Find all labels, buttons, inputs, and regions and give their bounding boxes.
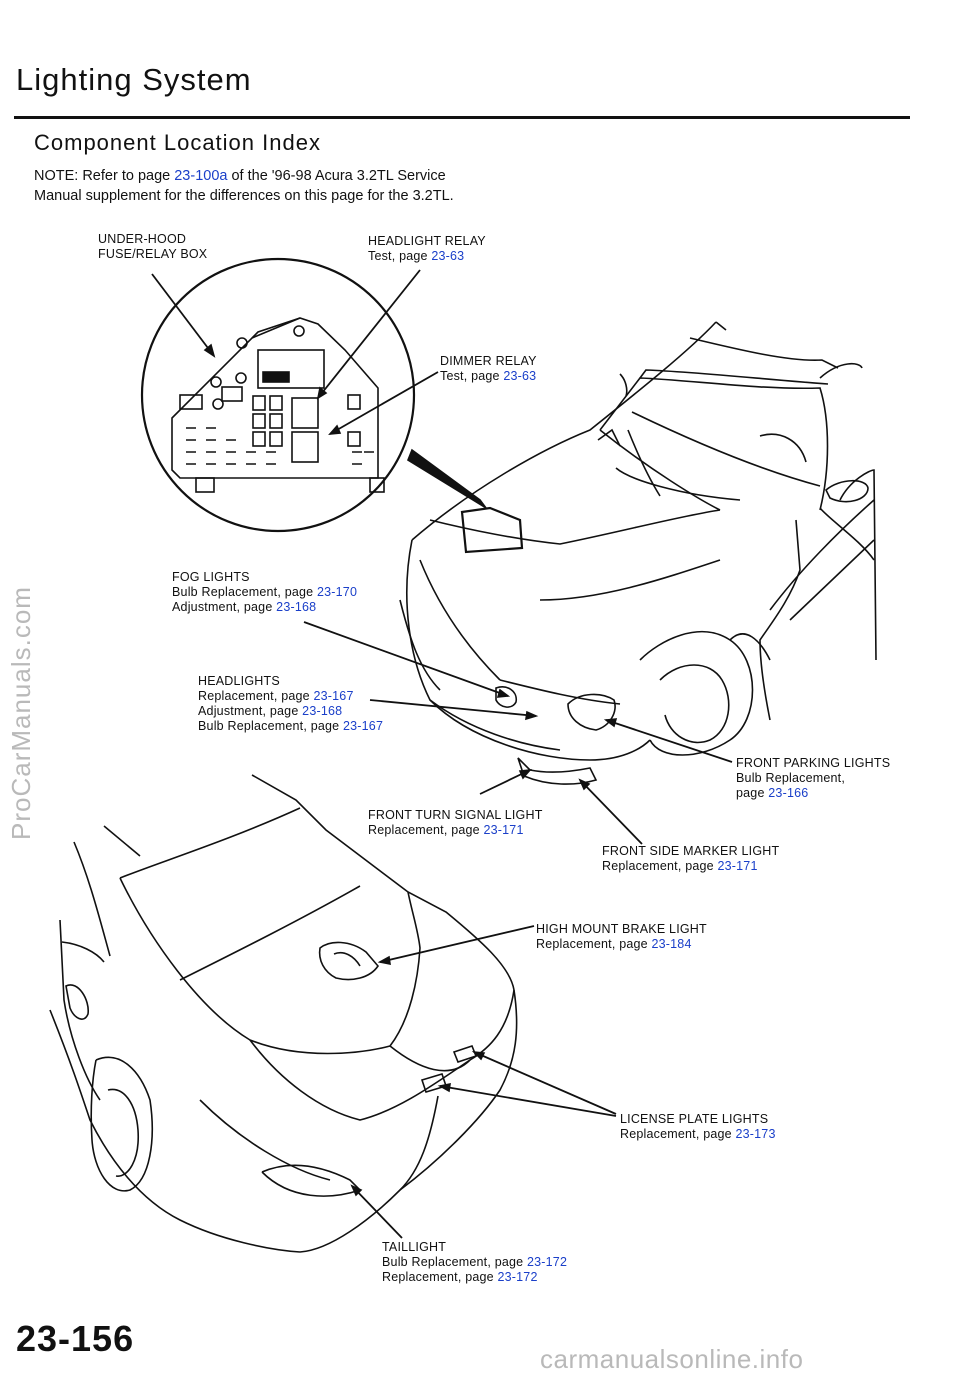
page-number: 23-156 — [16, 1318, 135, 1359]
label-dimmer-relay-text: Test, page — [440, 369, 504, 383]
label-front-turn-signal: FRONT TURN SIGNAL LIGHT Replacement, pag… — [368, 808, 543, 838]
label-fuse-line1: UNDER-HOOD — [98, 232, 187, 246]
parking-page-link[interactable]: 23-166 — [768, 786, 809, 800]
label-fog-adj-text: Adjustment, page — [172, 600, 277, 614]
label-front-parking-lights: FRONT PARKING LIGHTS Bulb Replacement, p… — [736, 756, 890, 801]
fog-bulb-page-link[interactable]: 23-170 — [316, 585, 358, 599]
label-front-side-marker: FRONT SIDE MARKER LIGHT Replacement, pag… — [602, 844, 779, 874]
label-license-text: Replacement, page — [620, 1127, 736, 1141]
label-parking-text: page — [736, 786, 769, 800]
license-page-link[interactable]: 23-173 — [735, 1127, 776, 1141]
label-headlight-relay: HEADLIGHT RELAY Test, page 23-63 — [368, 234, 486, 264]
headlights-adj-page-link[interactable]: 23-168 — [302, 704, 343, 718]
label-taillight: TAILLIGHT Bulb Replacement, page 23-172 … — [382, 1240, 567, 1285]
label-fog-title: FOG LIGHTS — [172, 570, 250, 584]
label-fog-lights: FOG LIGHTS Bulb Replacement, page 23-170… — [172, 570, 357, 615]
label-parking-title: FRONT PARKING LIGHTS — [736, 756, 891, 770]
taillight-bulb-page-link[interactable]: 23-172 — [526, 1255, 568, 1269]
label-turn-text: Replacement, page — [368, 823, 484, 837]
label-fog-bulb-text: Bulb Replacement, page — [172, 585, 317, 599]
label-headlight-relay-title: HEADLIGHT RELAY — [368, 234, 486, 248]
title-rule — [14, 116, 910, 119]
label-dimmer-relay: DIMMER RELAY Test, page 23-63 — [440, 354, 537, 384]
label-license-plate-lights: LICENSE PLATE LIGHTS Replacement, page 2… — [620, 1112, 776, 1142]
watermark-side: ProCarManuals.com — [6, 586, 36, 840]
note-paragraph: NOTE: Refer to page 23-100a of the '96-9… — [34, 166, 454, 206]
dimmer-relay-page-link[interactable]: 23-63 — [503, 369, 537, 383]
label-headlights: HEADLIGHTS Replacement, page 23-167 Adju… — [198, 674, 383, 734]
headlights-bulb-page-link[interactable]: 23-167 — [342, 719, 384, 733]
label-high-mount-brake: HIGH MOUNT BRAKE LIGHT Replacement, page… — [536, 922, 707, 952]
label-headlights-title: HEADLIGHTS — [198, 674, 280, 688]
note-text-1: NOTE: Refer to page — [34, 168, 175, 184]
label-side-marker-text: Replacement, page — [602, 859, 718, 873]
high-mount-page-link[interactable]: 23-184 — [651, 937, 692, 951]
relay-box-part — [460, 506, 524, 554]
label-side-marker-title: FRONT SIDE MARKER LIGHT — [602, 844, 780, 858]
label-parking-line2: Bulb Replacement, — [736, 771, 846, 785]
note-page-link[interactable]: 23-100a — [174, 168, 228, 184]
label-headlights-repl-text: Replacement, page — [198, 689, 314, 703]
note-text-2: of the '96-98 Acura 3.2TL Service Manual… — [34, 168, 454, 204]
label-dimmer-relay-title: DIMMER RELAY — [440, 354, 537, 368]
headlight-relay-page-link[interactable]: 23-63 — [431, 249, 465, 263]
section-title: Component Location Index — [34, 130, 321, 155]
headlights-repl-page-link[interactable]: 23-167 — [313, 689, 354, 703]
detail-callout-wedge — [407, 448, 487, 509]
label-headlights-bulb-text: Bulb Replacement, page — [198, 719, 343, 733]
label-taillight-repl-text: Replacement, page — [382, 1270, 498, 1284]
label-fuse-line2: FUSE/RELAY BOX — [98, 247, 208, 261]
fuse-box-detail — [140, 257, 416, 533]
page-title: Lighting System — [16, 62, 252, 97]
turn-page-link[interactable]: 23-171 — [483, 823, 524, 837]
label-taillight-bulb-text: Bulb Replacement, page — [382, 1255, 527, 1269]
leader-lines — [151, 269, 733, 1239]
label-taillight-title: TAILLIGHT — [382, 1240, 447, 1254]
watermark-bottom: carmanualsonline.info — [540, 1344, 804, 1374]
side-marker-page-link[interactable]: 23-171 — [717, 859, 758, 873]
taillight-repl-page-link[interactable]: 23-172 — [497, 1270, 538, 1284]
rear-car-drawing — [49, 774, 518, 1253]
label-fuse-relay-box: UNDER-HOOD FUSE/RELAY BOX — [98, 232, 207, 262]
label-high-mount-title: HIGH MOUNT BRAKE LIGHT — [536, 922, 707, 936]
label-headlights-adj-text: Adjustment, page — [198, 704, 303, 718]
label-headlight-relay-text: Test, page — [368, 249, 432, 263]
fog-adj-page-link[interactable]: 23-168 — [276, 600, 317, 614]
label-turn-title: FRONT TURN SIGNAL LIGHT — [368, 808, 543, 822]
label-license-title: LICENSE PLATE LIGHTS — [620, 1112, 769, 1126]
front-car-drawing — [399, 321, 877, 785]
label-high-mount-text: Replacement, page — [536, 937, 652, 951]
